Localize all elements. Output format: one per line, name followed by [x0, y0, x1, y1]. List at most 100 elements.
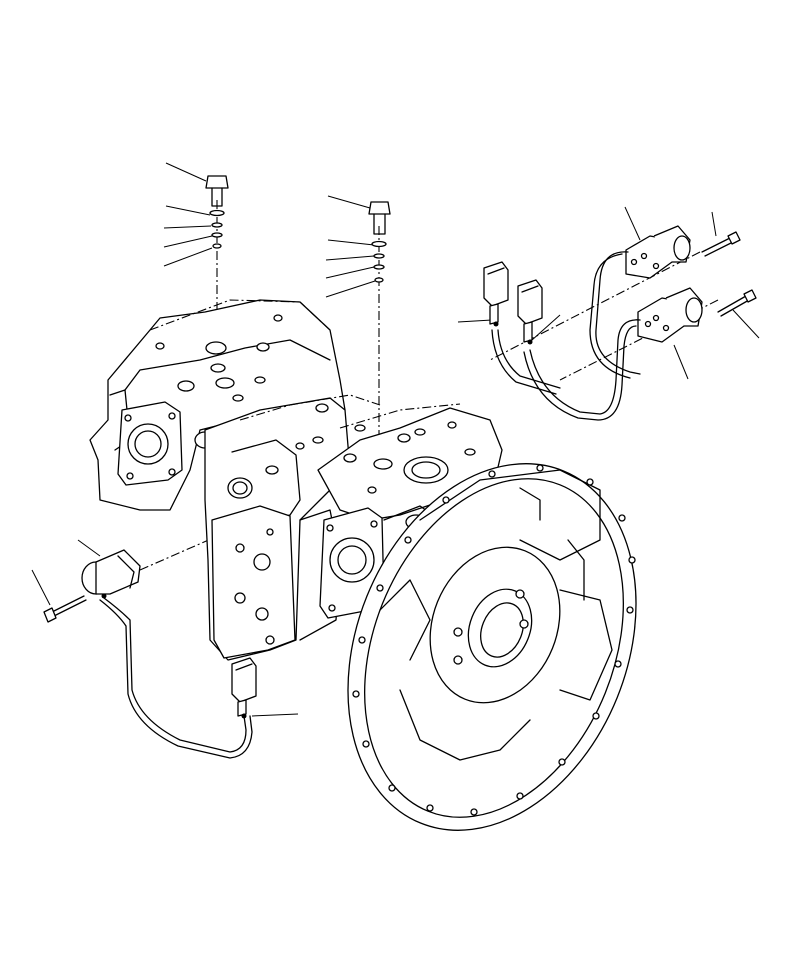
housing-web-bottom: [399, 689, 531, 761]
solenoid-mount-hole: [662, 324, 670, 332]
leader-screw-top: [711, 211, 717, 237]
leader-connector-left: [457, 319, 493, 323]
flange-bolt: [124, 414, 132, 422]
bolt-hole: [586, 478, 594, 486]
connector-clip: [493, 321, 499, 327]
front-port: [373, 458, 393, 470]
screw-top-right: [701, 231, 741, 257]
hub-bore-inner: [480, 602, 524, 658]
front-port: [315, 403, 329, 413]
speed-sensor-left: [81, 549, 141, 599]
screw-shank: [720, 299, 750, 317]
leader-screw-left: [31, 569, 51, 606]
bolt-hole: [404, 536, 412, 544]
connector-top-mid: [517, 279, 543, 345]
flange-bolt: [328, 604, 336, 612]
o-ring-right: [373, 264, 385, 270]
top-port: [254, 376, 266, 384]
top-port: [155, 342, 165, 350]
flange-bolt: [168, 412, 176, 420]
plate-hole: [255, 607, 269, 621]
screw-head: [743, 289, 757, 303]
top-port: [256, 342, 270, 352]
bolt-hole: [626, 606, 634, 614]
screw-head: [727, 231, 741, 245]
screw-shank: [701, 237, 731, 253]
washer-right: [371, 240, 387, 248]
front-large-port-inner: [411, 461, 441, 479]
housing-web-left: [379, 579, 431, 661]
housing-inner-ring: [364, 478, 624, 818]
mid-port-inner: [232, 481, 248, 495]
mid-port: [265, 465, 279, 475]
front-port: [312, 436, 324, 444]
connector-detail: [487, 267, 505, 275]
bolt-hole: [628, 556, 636, 564]
bolt-hole: [614, 660, 622, 668]
housing-web-right: [559, 589, 613, 701]
bolt-shank-left: [211, 187, 223, 207]
connector-detail: [235, 663, 253, 671]
leader-screw-bottom: [732, 309, 760, 339]
hub-bolt: [515, 589, 525, 599]
hub-bore: [467, 588, 533, 668]
plate-hole: [253, 553, 271, 571]
connector-boot: [489, 303, 499, 325]
screw-bottom-right: [717, 289, 757, 317]
leader-oring-left-3: [163, 247, 213, 267]
bolt-hole: [470, 808, 478, 816]
bolt-hole: [536, 464, 544, 472]
solenoid-mount-hole: [640, 252, 648, 260]
leader-oring-right-1: [325, 255, 375, 261]
sensor-edge: [117, 555, 135, 589]
housing-rib: [567, 539, 585, 601]
leader-oring-right-2: [325, 266, 375, 279]
plate-hole: [266, 528, 274, 536]
o-ring-left: [211, 232, 223, 238]
leader-bolt-left: [165, 162, 207, 182]
harness-wire: [491, 329, 557, 395]
harness-wire: [529, 319, 641, 415]
bolt-hole: [488, 470, 496, 478]
screw-shank: [704, 241, 734, 257]
bolt-shank-right: [373, 213, 386, 235]
connector-boot: [237, 699, 247, 717]
right-bolt-stack: [368, 201, 391, 283]
connector-body: [231, 657, 257, 703]
o-ring-right: [373, 253, 385, 259]
top-port: [210, 363, 226, 373]
leader-oring-left-2: [163, 235, 213, 248]
flywheel-housing: [347, 463, 637, 831]
regulator-plate: [211, 505, 296, 659]
hub-bolt: [453, 627, 463, 637]
left-bolt-stack: [205, 175, 229, 249]
connector-body: [517, 279, 543, 325]
leader-washer-right-1: [327, 239, 375, 246]
plate-hole: [234, 592, 246, 604]
screw-shank: [53, 599, 87, 617]
top-port: [215, 377, 235, 389]
housing-web-top: [419, 469, 601, 561]
leader-oring-left-1: [163, 225, 212, 229]
front-hidden-edge: [339, 403, 461, 429]
front-port: [295, 442, 305, 450]
flange-bolt: [370, 520, 378, 528]
sensor-body: [95, 549, 141, 595]
leader-washer-left-1: [165, 205, 211, 216]
connector-bottom: [231, 657, 257, 719]
screw-shank: [717, 295, 747, 313]
solenoid-mount-hole: [652, 262, 660, 270]
bolt-hole: [516, 792, 524, 800]
axis-solenoid-top: [489, 251, 701, 361]
bolt-head-left: [205, 175, 229, 189]
leader-sensor-left: [77, 539, 101, 557]
flange-bolt: [168, 468, 176, 476]
leader-solenoid-top: [624, 206, 641, 241]
connector-detail: [521, 285, 539, 293]
bolt-hole: [376, 584, 384, 592]
plate-hole: [235, 543, 245, 553]
top-port: [232, 394, 244, 402]
leader-solenoid-bottom: [673, 344, 689, 380]
